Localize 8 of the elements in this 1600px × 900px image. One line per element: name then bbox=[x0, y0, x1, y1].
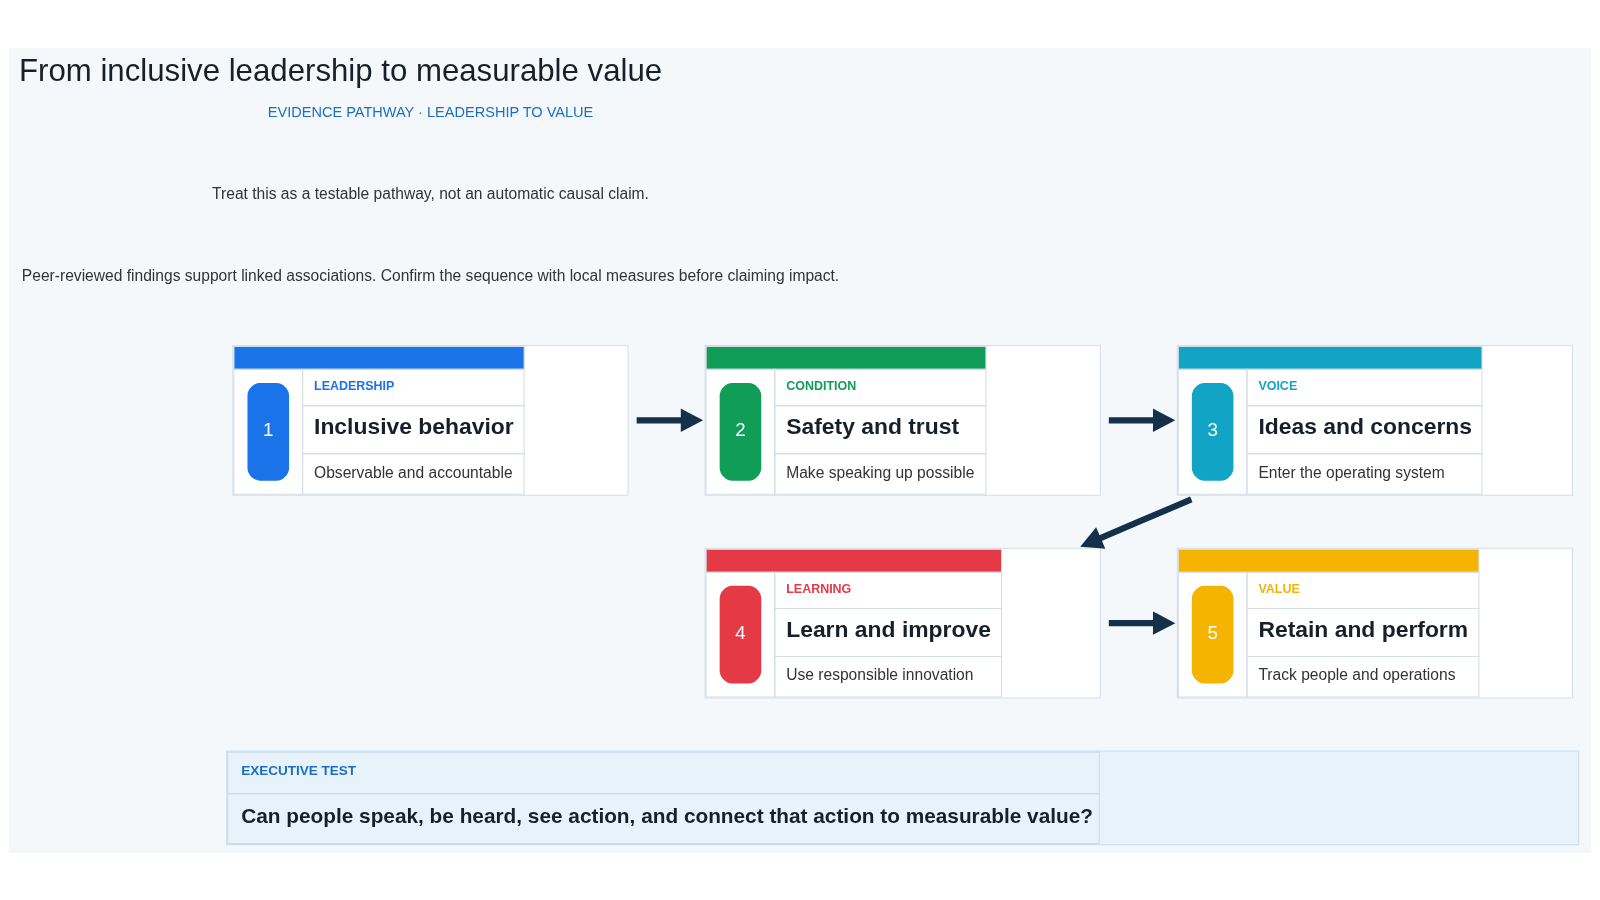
label: Peer-reviewed findings support linked associations. Confirm the sequence with local measures before claiming impact. bbox=[21, 266, 840, 284]
arrow bbox=[1080, 496, 1193, 549]
label: Treat this as a testable pathway, not an automatic causal claim. bbox=[212, 184, 649, 202]
arrow bbox=[1108, 610, 1176, 635]
diagram-title: From inclusive leadership to measurable value bbox=[18, 52, 663, 88]
label: EVIDENCE PATHWAY · LEADERSHIP TO VALUE bbox=[267, 103, 594, 120]
arrow bbox=[1108, 408, 1176, 432]
arrow bbox=[636, 408, 704, 432]
